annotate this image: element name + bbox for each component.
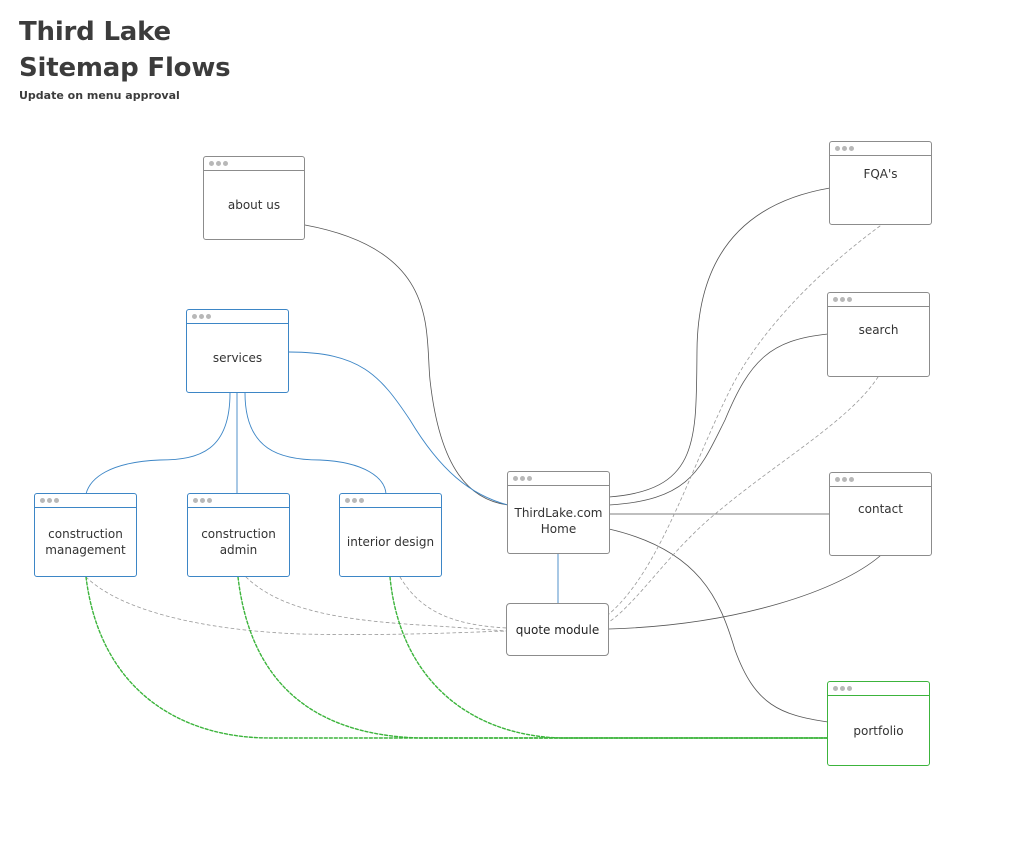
window-dot-icon bbox=[835, 477, 840, 482]
node-label-construction-admin: construction admin bbox=[201, 527, 276, 557]
connector-id-quote bbox=[399, 576, 508, 629]
node-about-us[interactable]: about us bbox=[203, 156, 305, 240]
window-dot-icon bbox=[352, 498, 357, 503]
connector-search-quote bbox=[608, 376, 879, 623]
diagram-title: Third Lake Sitemap Flows bbox=[19, 14, 231, 86]
node-contact[interactable]: contact bbox=[829, 472, 932, 556]
browser-chrome-bar bbox=[187, 310, 288, 324]
connector-faqs-quote bbox=[608, 225, 881, 615]
window-dot-icon bbox=[833, 297, 838, 302]
window-dot-icon bbox=[520, 476, 525, 481]
node-label-contact: contact bbox=[858, 502, 903, 516]
window-dot-icon bbox=[359, 498, 364, 503]
node-construction-admin[interactable]: construction admin bbox=[187, 493, 290, 577]
browser-chrome-bar bbox=[828, 682, 929, 696]
node-search[interactable]: search bbox=[827, 292, 930, 377]
node-label-construction-management: construction management bbox=[45, 527, 126, 557]
browser-chrome-bar bbox=[188, 494, 289, 508]
browser-chrome-bar bbox=[830, 473, 931, 487]
diagram-title-line-1: Third Lake bbox=[19, 17, 171, 47]
node-label-interior-design: interior design bbox=[346, 535, 435, 549]
connector-services-interior-design bbox=[244, 392, 387, 495]
window-dot-icon bbox=[847, 686, 852, 691]
window-dot-icon bbox=[199, 314, 204, 319]
window-dot-icon bbox=[842, 146, 847, 151]
window-dot-icon bbox=[527, 476, 532, 481]
browser-chrome-bar bbox=[828, 293, 929, 307]
connector-home-portfolio bbox=[608, 528, 829, 723]
node-label-search: search bbox=[858, 323, 899, 337]
node-portfolio[interactable]: portfolio bbox=[827, 681, 930, 766]
window-dot-icon bbox=[40, 498, 45, 503]
window-dot-icon bbox=[207, 498, 212, 503]
connector-services-home bbox=[288, 351, 509, 506]
window-dot-icon bbox=[200, 498, 205, 503]
connector-about-home bbox=[304, 224, 509, 506]
window-dot-icon bbox=[192, 314, 197, 319]
browser-chrome-bar bbox=[340, 494, 441, 508]
node-label-faqs: FQA's bbox=[863, 167, 898, 181]
node-label-services: services bbox=[212, 351, 263, 365]
connector-home-faqs bbox=[608, 187, 831, 498]
window-dot-icon bbox=[513, 476, 518, 481]
window-dot-icon bbox=[849, 477, 854, 482]
node-label-home: ThirdLake.com Home bbox=[514, 505, 603, 536]
node-quote-module[interactable]: quote module bbox=[506, 603, 609, 656]
window-dot-icon bbox=[209, 161, 214, 166]
diagram-title-line-2: Sitemap Flows bbox=[19, 53, 231, 83]
window-dot-icon bbox=[193, 498, 198, 503]
window-dot-icon bbox=[849, 146, 854, 151]
connector-cm-quote bbox=[85, 576, 508, 635]
window-dot-icon bbox=[833, 686, 838, 691]
connector-home-search bbox=[608, 333, 829, 506]
diagram-subtitle: Update on menu approval bbox=[19, 89, 180, 102]
node-home[interactable]: ThirdLake.com Home bbox=[507, 471, 610, 554]
connector-id-portfolio bbox=[389, 576, 829, 739]
node-label-portfolio: portfolio bbox=[853, 723, 904, 738]
window-dot-icon bbox=[840, 686, 845, 691]
node-services[interactable]: services bbox=[186, 309, 289, 393]
browser-chrome-bar bbox=[35, 494, 136, 508]
connector-services-construction-management bbox=[85, 392, 231, 495]
window-dot-icon bbox=[842, 477, 847, 482]
window-dot-icon bbox=[847, 297, 852, 302]
connector-ca-quote bbox=[245, 576, 508, 632]
browser-chrome-bar bbox=[830, 142, 931, 156]
window-dot-icon bbox=[47, 498, 52, 503]
window-dot-icon bbox=[216, 161, 221, 166]
node-label-quote-module: quote module bbox=[515, 622, 600, 637]
browser-chrome-bar bbox=[204, 157, 304, 171]
connector-contact-quote bbox=[608, 555, 881, 630]
window-dot-icon bbox=[54, 498, 59, 503]
node-faqs[interactable]: FQA's bbox=[829, 141, 932, 225]
node-label-about-us: about us bbox=[227, 198, 281, 212]
window-dot-icon bbox=[840, 297, 845, 302]
window-dot-icon bbox=[345, 498, 350, 503]
node-interior-design[interactable]: interior design bbox=[339, 493, 442, 577]
connector-cm-portfolio bbox=[85, 576, 829, 739]
window-dot-icon bbox=[835, 146, 840, 151]
node-construction-management[interactable]: construction management bbox=[34, 493, 137, 577]
connector-ca-portfolio bbox=[237, 576, 829, 739]
window-dot-icon bbox=[223, 161, 228, 166]
window-dot-icon bbox=[206, 314, 211, 319]
browser-chrome-bar bbox=[508, 472, 609, 486]
